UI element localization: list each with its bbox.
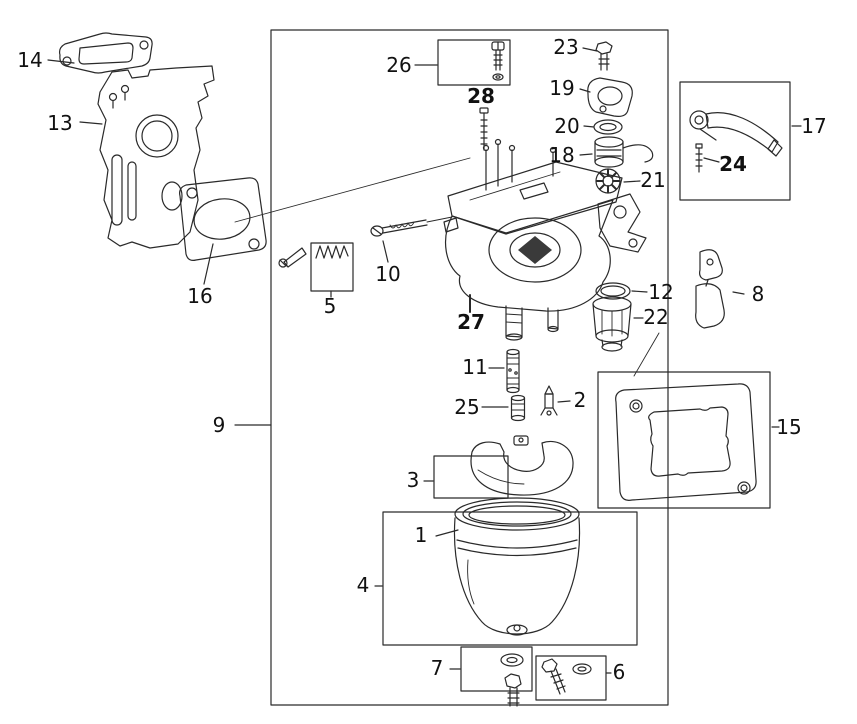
- callout-20: 20: [554, 114, 579, 138]
- callout-3: 3: [407, 468, 420, 492]
- group-box-15: [597, 371, 771, 509]
- part-7-washer-bolt: [500, 653, 524, 707]
- callout-6: 6: [613, 660, 626, 684]
- group-box-26: [437, 39, 511, 86]
- callout-4: 4: [357, 573, 370, 597]
- callout-15: 15: [776, 415, 801, 439]
- part-2-float-valve: [540, 385, 558, 416]
- part-24-pin: [695, 143, 703, 173]
- callout-17: 17: [801, 114, 826, 138]
- callout-9: 9: [213, 413, 226, 437]
- group-box-17: [679, 81, 791, 201]
- callout-19: 19: [549, 76, 574, 100]
- callout-25: 25: [454, 395, 479, 419]
- group-box-4: [382, 511, 638, 646]
- callout-24: 24: [719, 152, 747, 176]
- part-14-gasket: [58, 32, 153, 74]
- part-6-drain-screw: [541, 658, 592, 695]
- callout-13: 13: [47, 111, 72, 135]
- part-23-bolt: [595, 41, 613, 71]
- part-27-carburetor-body: [443, 138, 647, 341]
- callout-1: 1: [415, 523, 428, 547]
- callout-23: 23: [553, 35, 578, 59]
- callout-28: 28: [467, 84, 495, 108]
- group-box-5: [310, 242, 354, 292]
- part-10-screw: [370, 216, 453, 237]
- part-19-cover: [587, 77, 633, 117]
- part-3-float: [470, 435, 574, 496]
- part-21-star-washer: [595, 168, 621, 194]
- callout-7: 7: [431, 656, 444, 680]
- callout-22: 22: [643, 305, 668, 329]
- callout-27: 27: [457, 310, 485, 334]
- part-16-gasket: [179, 177, 267, 261]
- part-25-main-jet: [510, 394, 526, 422]
- callout-12: 12: [648, 280, 673, 304]
- part-22-nozzle-cup: [592, 296, 632, 352]
- callout-16: 16: [187, 284, 212, 308]
- callout-11: 11: [462, 355, 487, 379]
- group-box-7: [460, 646, 533, 692]
- part-1-float-chamber: [453, 497, 581, 636]
- callout-2: 2: [574, 388, 587, 412]
- group-box-6: [535, 655, 607, 701]
- callout-8: 8: [752, 282, 765, 306]
- part-8-bracket: [695, 249, 725, 329]
- part-26-screw: [491, 41, 505, 81]
- callouts: 14 13 16 9 26 28 23 19 20 18 21 17 24 10…: [17, 35, 826, 684]
- part-5-pilot-screw-spring: [278, 245, 349, 268]
- part-13-insulator-plate: [97, 65, 215, 249]
- part-20-washer: [593, 119, 623, 135]
- callout-18: 18: [549, 143, 574, 167]
- main-assembly-box: [270, 29, 669, 706]
- callout-14: 14: [17, 48, 42, 72]
- part-12-o-ring: [595, 282, 631, 300]
- callout-5: 5: [324, 294, 337, 318]
- part-15-gasket: [615, 383, 757, 501]
- callout-10: 10: [375, 262, 400, 286]
- callout-26: 26: [386, 53, 411, 77]
- part-28-screw: [479, 107, 489, 151]
- part-18-valve-seat: [594, 136, 654, 168]
- leader-lines: [47, 47, 802, 674]
- part-17-lever: [689, 110, 783, 157]
- part-11-emulsion-tube: [506, 348, 520, 394]
- callout-21: 21: [640, 168, 665, 192]
